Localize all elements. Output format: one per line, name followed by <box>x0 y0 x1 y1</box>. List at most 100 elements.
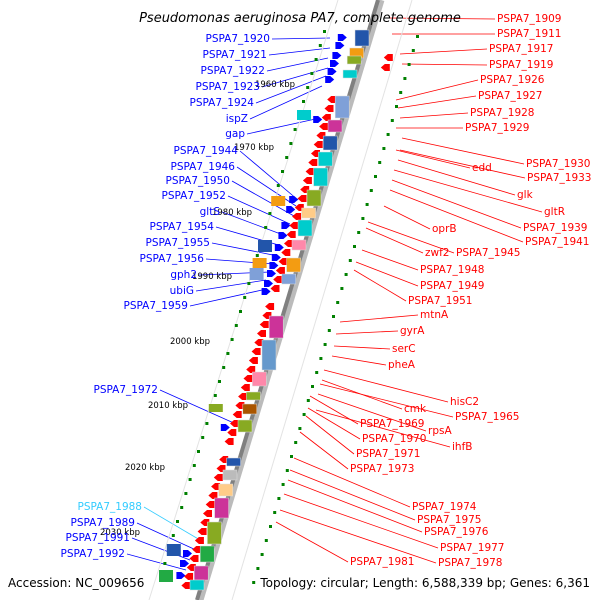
right-gene-label: serC <box>392 343 416 355</box>
scale-dot <box>281 483 285 486</box>
right-gene-label: hisC2 <box>450 396 479 408</box>
scale-dot <box>416 35 419 38</box>
leader-line <box>319 383 454 418</box>
left-gene-label: gph2 <box>170 269 197 281</box>
forward-gene-arrow <box>289 196 299 203</box>
gene-feature-block <box>193 565 209 581</box>
reverse-gene-arrow <box>192 546 202 553</box>
forward-gene-arrow <box>313 116 323 123</box>
scale-dot <box>285 156 289 159</box>
reverse-gene-arrow <box>257 330 266 337</box>
scale-dot <box>180 506 184 509</box>
forward-gene-arrow <box>274 244 284 251</box>
leader-line <box>255 75 327 104</box>
scale-dot <box>310 72 314 75</box>
left-gene-label: PSPA7_1950 <box>166 175 231 187</box>
leader-line <box>236 166 297 207</box>
reverse-gene-arrow <box>278 258 288 265</box>
accession-text: Accession: NC_009656 <box>8 576 144 590</box>
leader-line <box>211 242 279 257</box>
scale-dot <box>256 567 260 570</box>
reverse-gene-arrow <box>319 123 329 130</box>
scale-dot <box>188 478 192 481</box>
scale-dot <box>290 455 293 458</box>
right-gene-label: mtnA <box>420 309 449 321</box>
forward-gene-arrow <box>183 550 192 557</box>
leader-line <box>126 553 187 571</box>
scale-dot <box>378 161 382 164</box>
gene-feature-block <box>346 55 362 65</box>
right-gene-label: ihfB <box>452 441 472 453</box>
scale-tick-label: 2020 kbp <box>125 463 165 473</box>
gene-feature-block <box>261 339 277 371</box>
reverse-gene-arrow <box>189 555 199 562</box>
gene-feature-block <box>214 497 229 519</box>
leader-line <box>266 57 329 72</box>
leader-line <box>307 407 361 440</box>
gene-feature-block <box>301 207 316 219</box>
scale-dot <box>319 357 323 360</box>
scale-dot <box>192 464 196 467</box>
right-gene-label: PSPA7_1928 <box>470 107 535 119</box>
leader-line <box>239 150 299 201</box>
gene-feature-block <box>189 579 205 591</box>
scale-dot <box>285 469 289 472</box>
leader-line <box>339 314 419 323</box>
right-gene-label: PSPA7_1911 <box>497 28 562 40</box>
leader-line <box>367 221 455 254</box>
right-gene-label: PSPA7_1951 <box>408 295 473 307</box>
reverse-gene-arrow <box>232 411 242 418</box>
reverse-gene-arrow <box>308 159 318 166</box>
forward-gene-arrow <box>264 280 273 287</box>
right-gene-label: oprB <box>432 223 457 235</box>
gene-feature-block <box>297 110 311 120</box>
reverse-gene-arrow <box>200 519 210 526</box>
right-gene-label: PSPA7_1919 <box>489 59 554 71</box>
right-gene-label: PSPA7_1981 <box>350 556 415 568</box>
right-gene-label: PSPA7_1909 <box>497 13 562 25</box>
right-gene-label: edd <box>472 162 492 174</box>
scale-dot <box>197 450 200 453</box>
outer-guide <box>148 0 339 600</box>
scale-tick-label: 1970 kbp <box>234 143 274 153</box>
right-gene-label: PSPA7_1930 <box>526 158 591 170</box>
left-gene-label: PSPA7_1992 <box>61 548 126 560</box>
scale-dot <box>411 49 415 52</box>
scale-dot <box>382 147 386 150</box>
leader-line <box>221 211 287 237</box>
leader-line <box>315 409 451 448</box>
gene-feature-block <box>218 483 234 497</box>
leader-line <box>159 389 237 425</box>
gene-feature-block <box>249 268 264 280</box>
reverse-gene-arrow <box>186 564 196 571</box>
gene-feature-block <box>226 457 241 467</box>
leader-line <box>383 205 431 230</box>
scale-dot <box>218 380 221 383</box>
gene-feature-block <box>159 570 173 582</box>
leader-line <box>261 67 329 88</box>
leader-line <box>391 179 522 229</box>
gene-feature-block <box>334 95 350 119</box>
scale-dot <box>306 86 310 89</box>
leader-line <box>231 180 295 217</box>
right-gene-label: PSPA7_1933 <box>527 172 592 184</box>
forward-gene-arrow <box>176 572 186 579</box>
scale-dot <box>268 212 272 215</box>
scale-dot <box>353 245 356 248</box>
leader-line <box>249 85 323 120</box>
reverse-gene-arrow <box>208 492 218 499</box>
gene-feature-block <box>286 257 301 273</box>
leader-line <box>389 189 524 243</box>
scale-dot <box>365 203 369 206</box>
leader-line <box>317 393 427 432</box>
right-gene-label: PSPA7_1929 <box>465 122 530 134</box>
scale-dot <box>327 329 331 332</box>
leader-line <box>393 169 543 213</box>
scale-dot <box>247 282 251 285</box>
reverse-gene-arrow <box>286 231 296 238</box>
right-gene-label: PSPA7_1949 <box>420 280 485 292</box>
forward-gene-arrow <box>325 76 335 83</box>
reverse-gene-arrow <box>227 429 237 436</box>
leader-line <box>401 137 525 165</box>
